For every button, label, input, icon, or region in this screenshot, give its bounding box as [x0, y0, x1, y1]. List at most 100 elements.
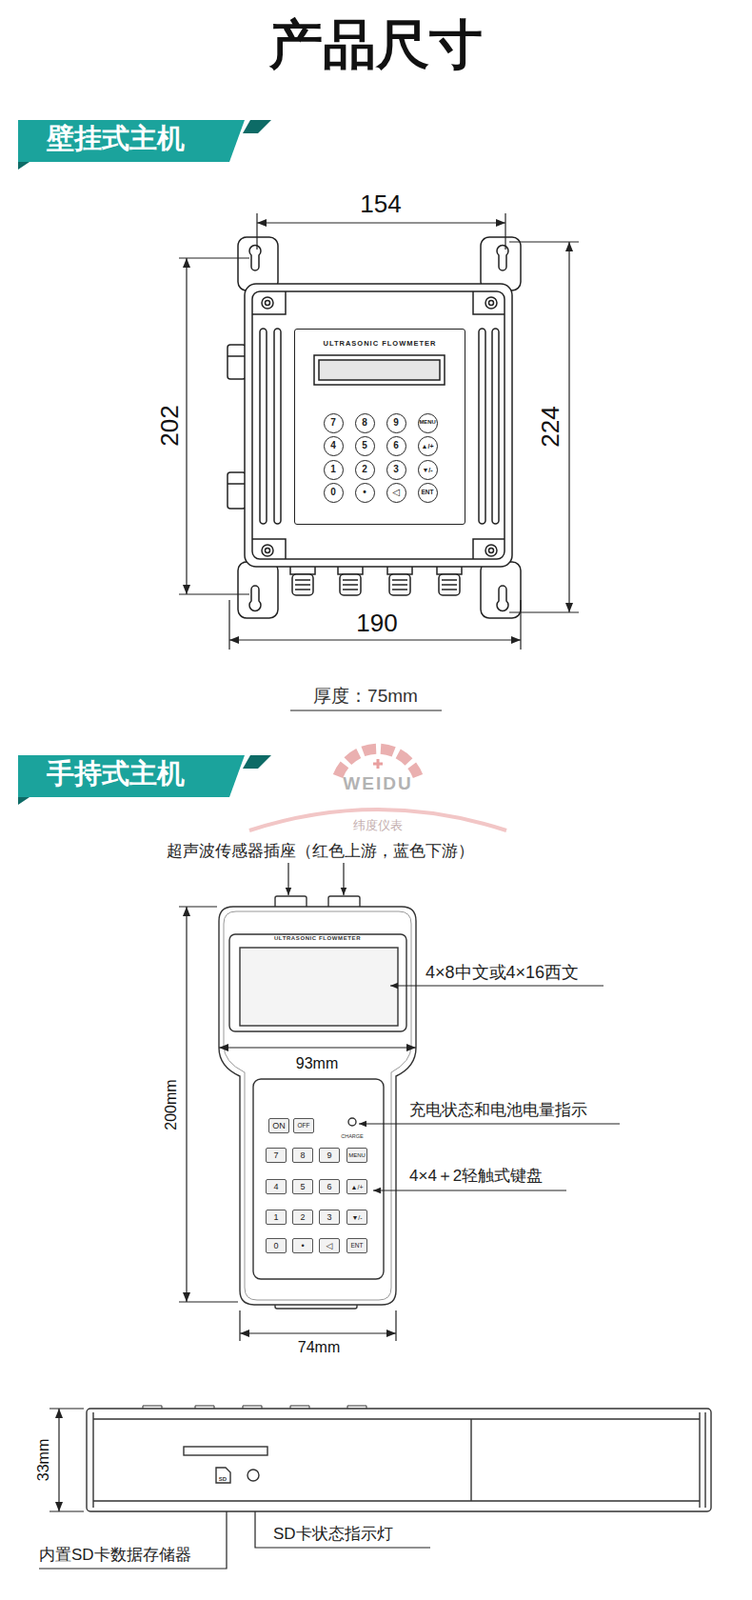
label-box: SD — [218, 1466, 227, 1485]
label-box: 充电状态和电池电量指示 — [409, 1098, 588, 1121]
dimension-value: 33mm — [35, 1436, 52, 1483]
key-button: ON — [268, 1117, 290, 1133]
key-label: 0 — [330, 487, 337, 497]
label-box: 33mm — [35, 1436, 53, 1483]
side-view-drawing — [183, 1445, 268, 1455]
key-label: MENU — [418, 419, 436, 426]
side-view-drawing — [86, 1407, 712, 1511]
key-label: 1 — [330, 464, 337, 475]
label-box: 74mm — [296, 1338, 342, 1356]
wall-unit-drawing — [485, 544, 497, 556]
key-label: ▼/- — [421, 466, 433, 474]
watermark: WEIDU — [342, 772, 413, 793]
dimension-lines — [178, 213, 579, 711]
wall-unit-drawing — [244, 283, 513, 567]
key-label: ▲/+ — [421, 442, 435, 450]
sd-icon-label: SD — [218, 1475, 227, 1482]
cable-gland — [342, 579, 358, 590]
dimension-lines — [509, 241, 579, 613]
label-box: CHARGE — [340, 1124, 364, 1142]
wall-unit-drawing — [249, 585, 261, 611]
wall-unit-drawing — [261, 296, 274, 309]
handheld-body: ULTRASONIC FLOWMETERONOFF789MENU456▲/+12… — [218, 906, 416, 1305]
leader-lines — [287, 862, 289, 895]
handheld-dimensions — [239, 1309, 396, 1341]
callout-note: 4×4＋2轻触式键盘 — [409, 1166, 543, 1185]
handheld-drawing — [239, 947, 398, 1026]
label-box: 154 — [357, 189, 403, 219]
dimension-value: 93mm — [294, 1054, 340, 1071]
key-label: 5 — [299, 1182, 305, 1191]
watermark-logo — [337, 748, 418, 776]
key-label: OFF — [297, 1122, 311, 1129]
wall-unit-drawing — [227, 344, 246, 379]
key-label: 9 — [326, 1150, 332, 1160]
watermark: 纬度仪表 — [353, 817, 403, 832]
dimension-lines — [290, 709, 442, 711]
side-dimension — [49, 1407, 84, 1511]
key-button: 0 — [265, 1237, 287, 1253]
dimension-lines — [185, 257, 187, 594]
leader-lines — [373, 1188, 567, 1190]
dimension-value: 154 — [357, 189, 403, 218]
side-view-drawing — [216, 1466, 231, 1483]
leader-lines — [342, 862, 344, 895]
label-box: 202 — [155, 402, 185, 448]
handheld-dimensions — [218, 1046, 416, 1048]
key-button: 4 — [265, 1178, 287, 1194]
wall-unit-drawing — [489, 300, 495, 306]
cable-gland — [339, 573, 361, 595]
key-label: 4 — [330, 440, 337, 451]
key-button: 1 — [323, 459, 344, 480]
dimension-lines — [178, 257, 250, 594]
key-button: 2 — [292, 1208, 314, 1225]
wall-unit-drawing — [274, 328, 281, 524]
key-button: MENU — [417, 413, 438, 434]
title-box: 产品尺寸 — [0, 9, 752, 82]
key-label: 3 — [393, 464, 399, 475]
panel-caption: ULTRASONIC FLOWMETER — [295, 338, 465, 348]
handheld-dimensions — [239, 1331, 396, 1333]
page-title: 产品尺寸 — [269, 13, 483, 76]
label-box: WEIDU — [342, 772, 413, 794]
key-label: ◁ — [326, 1241, 334, 1250]
key-button: ◁ — [318, 1237, 340, 1253]
key-label: 8 — [299, 1150, 305, 1160]
key-button: 8 — [355, 413, 376, 434]
front-panel: ULTRASONIC FLOWMETER789MENU456▲/+123▼/-0… — [294, 328, 466, 525]
label-box: 93mm — [294, 1054, 340, 1072]
banner-shape — [18, 119, 245, 162]
key-button: 0 — [323, 482, 344, 503]
side-view-drawing — [93, 1411, 706, 1507]
key-label: 8 — [361, 417, 368, 428]
wall-unit-drawing — [485, 296, 497, 309]
dimension-value: 224 — [535, 403, 565, 449]
handheld-drawing — [229, 933, 407, 1031]
key-button: ◁ — [386, 482, 407, 503]
wall-unit-drawing — [314, 355, 445, 385]
key-button: • — [292, 1237, 314, 1253]
key-button: 4 — [323, 435, 344, 456]
key-button: 9 — [386, 413, 407, 434]
key-button: ENT — [417, 482, 438, 503]
wall-unit-drawing — [478, 328, 486, 524]
key-label: 3 — [326, 1212, 332, 1222]
label-box: 200mm — [162, 1076, 180, 1131]
banner-shape — [242, 119, 272, 134]
thickness-note: 厚度：75mm — [313, 685, 418, 706]
key-label: 6 — [393, 440, 399, 451]
side-view-drawing — [142, 1405, 367, 1408]
key-label: 6 — [326, 1182, 332, 1191]
key-label: MENU — [348, 1151, 366, 1158]
dimension-value: 200mm — [162, 1076, 179, 1131]
wall-unit-drawing — [249, 245, 261, 271]
wall-unit-drawing — [496, 245, 509, 271]
side-dimension — [49, 1407, 84, 1511]
label-box: 4×4＋2轻触式键盘 — [409, 1164, 543, 1187]
dimension-lines — [229, 638, 521, 640]
banner-title: 壁挂式主机 — [18, 119, 185, 159]
key-label: ENT — [351, 1242, 364, 1249]
key-button: ▲/+ — [346, 1178, 368, 1194]
callout-note: 充电状态和电池电量指示 — [409, 1100, 588, 1119]
wall-unit-drawing — [265, 548, 271, 554]
